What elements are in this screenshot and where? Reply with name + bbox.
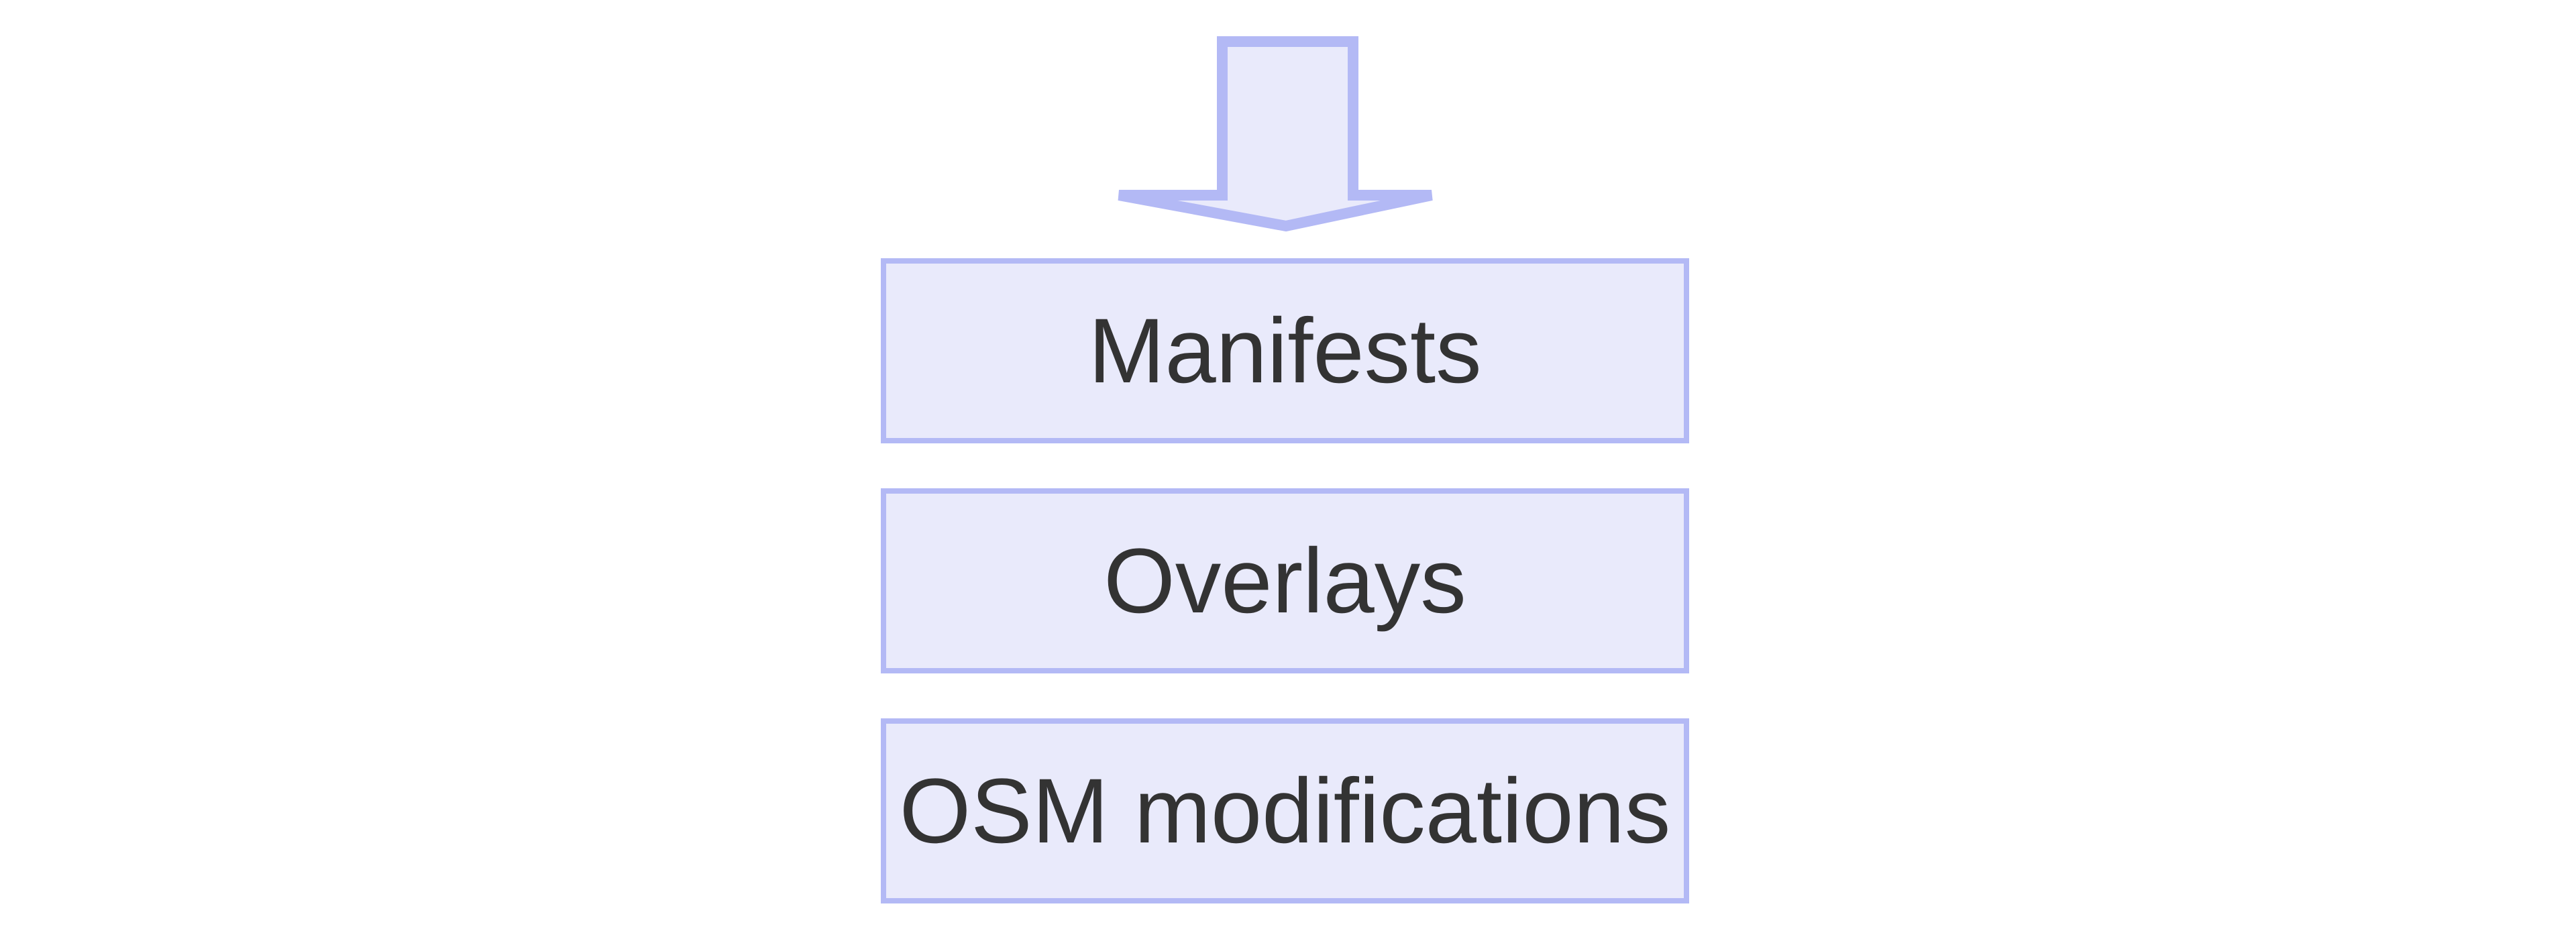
down-arrow-icon: [1118, 36, 1433, 232]
down-arrow-container: [1114, 34, 1436, 235]
node-overlays-label: Overlays: [1104, 529, 1466, 632]
node-osm-modifications[interactable]: OSM modifications: [881, 718, 1689, 903]
node-overlays[interactable]: Overlays: [881, 488, 1689, 673]
down-arrow-shape: [1118, 36, 1433, 232]
node-manifests[interactable]: Manifests: [881, 258, 1689, 443]
node-manifests-label: Manifests: [1088, 299, 1482, 402]
node-osm-modifications-label: OSM modifications: [899, 759, 1671, 863]
node-stack: Manifests Overlays OSM modifications: [881, 258, 1689, 903]
